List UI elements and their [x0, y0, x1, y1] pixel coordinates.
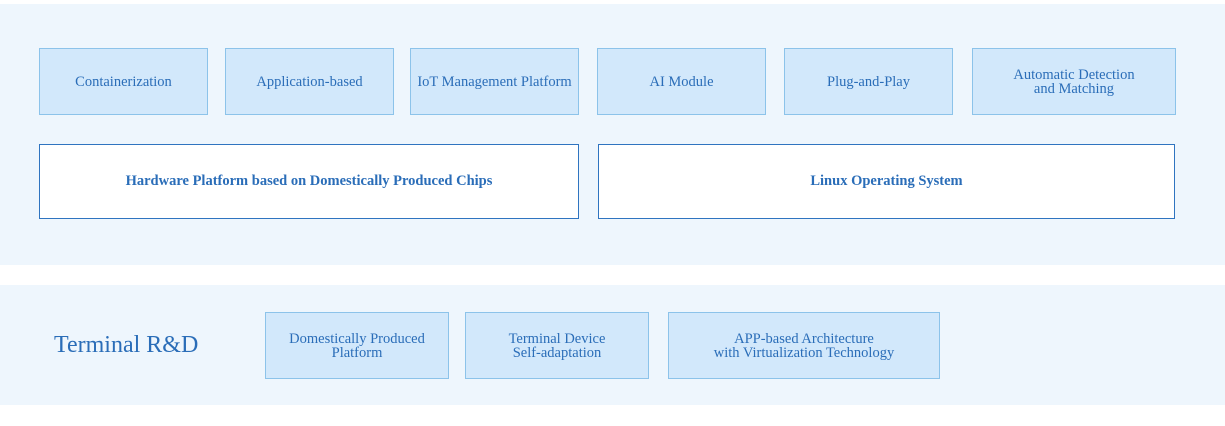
rd-self-adaptation: Terminal Device Self-adaptation: [465, 312, 649, 379]
base-hardware-platform: Hardware Platform based on Domestically …: [39, 144, 579, 219]
feature-containerization: Containerization: [39, 48, 208, 115]
platform-panel: [0, 4, 1225, 265]
section-title-terminal-rd: Terminal R&D: [54, 332, 199, 358]
feature-plug-and-play: Plug-and-Play: [784, 48, 953, 115]
feature-ai-module: AI Module: [597, 48, 766, 115]
feature-application-based: Application-based: [225, 48, 394, 115]
feature-iot-management-platform: IoT Management Platform: [410, 48, 579, 115]
feature-automatic-detection: Automatic Detection and Matching: [972, 48, 1176, 115]
rd-app-architecture: APP-based Architecture with Virtualizati…: [668, 312, 940, 379]
rd-domestic-platform: Domestically Produced Platform: [265, 312, 449, 379]
base-linux-os: Linux Operating System: [598, 144, 1175, 219]
